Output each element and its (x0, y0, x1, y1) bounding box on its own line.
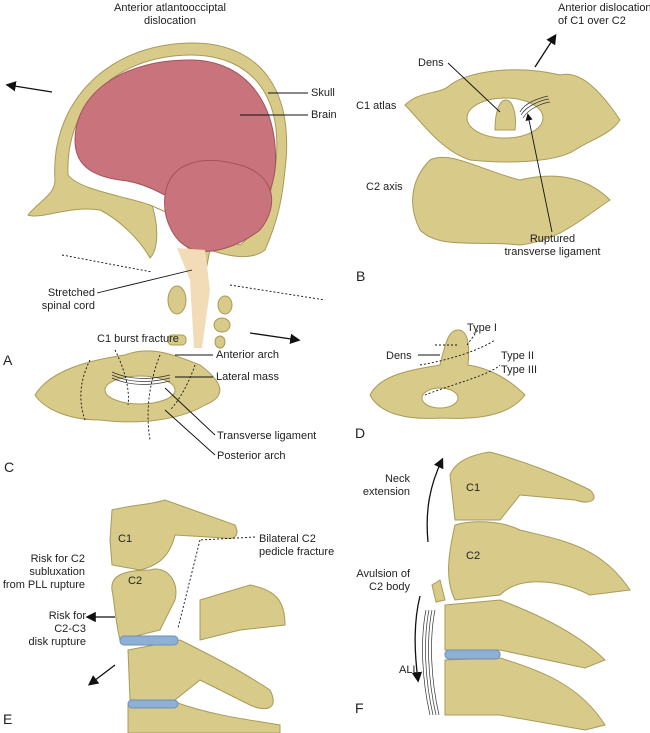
neck-extension-label: Neck extension (350, 473, 410, 499)
dens (494, 99, 516, 131)
pedicle-fracture-label: Bilateral C2 pedicle fracture (259, 533, 334, 559)
c2-axis-label: C2 axis (366, 181, 403, 193)
type-3-label: Type III (501, 364, 538, 376)
label-line: C2 body (369, 581, 410, 593)
c1-atlas-label: C1 atlas (356, 100, 397, 112)
panel-a-title: Anterior atlantoocciptal dislocation (105, 2, 235, 28)
panel-letter-b: B (356, 268, 366, 284)
c3-vertebra-f (444, 599, 606, 669)
disk-rupture-risk-label: Risk for C2-C3 disk rupture (0, 610, 86, 649)
brain-label: Brain (311, 109, 337, 121)
c2-axis (412, 156, 611, 246)
c2-vertebra-f (448, 521, 631, 601)
panel-letter-f: F (355, 700, 364, 716)
avulsion-label: Avulsion of C2 body (340, 568, 410, 594)
posterior-arch-label: Posterior arch (217, 450, 286, 462)
vertebra-fragment (217, 295, 233, 315)
dens-label: Dens (418, 57, 444, 69)
title-line: dislocation (144, 15, 196, 27)
label-line: extension (362, 486, 410, 498)
type-2-label: Type II (501, 350, 535, 362)
label-line: disk rupture (28, 636, 86, 648)
c3-c4-disk (127, 699, 179, 709)
c3-c4-disk-f (444, 649, 501, 660)
lateral-mass-label: Lateral mass (216, 371, 279, 383)
c2-spinous (199, 584, 286, 641)
spinal-cord-label: Stretched spinal cord (20, 287, 95, 313)
label-line: transverse ligament (504, 246, 601, 258)
ruptured-ligament-label: Ruptured transverse ligament (495, 233, 610, 259)
anterior-arch-label: Anterior arch (216, 349, 279, 361)
c1-label-f: C1 (466, 482, 481, 494)
panel-letter-c: C (4, 459, 15, 475)
c4-vertebra (127, 701, 281, 733)
c1-vertebra-f (449, 451, 595, 521)
label-line: Risk for (48, 610, 86, 622)
label-line: Risk for C2 (30, 553, 85, 565)
dens-label-d: Dens (386, 350, 412, 362)
c2-c3-disk (119, 635, 179, 646)
cerebellum (164, 159, 273, 252)
label-line: Ruptured (529, 233, 576, 245)
label-line: Avulsion of (356, 568, 410, 580)
type-1-label: Type I (467, 322, 497, 334)
title-line: Anterior atlantoocciptal (114, 2, 226, 14)
avulsed-fragment (431, 579, 446, 603)
c4-vertebra-f (444, 657, 606, 731)
title-line: of C1 over C2 (558, 15, 626, 27)
label-line: Stretched (47, 287, 95, 299)
subluxation-risk-label: Risk for C2 subluxation from PLL rupture (0, 553, 85, 592)
vertebra-fragment (213, 317, 231, 333)
vertebra-fragment (214, 335, 226, 349)
label-line: Bilateral C2 (259, 533, 316, 545)
panel-b-title: Anterior dislocation of C1 over C2 (558, 2, 650, 28)
transverse-ligament-label: Transverse ligament (217, 430, 317, 442)
vertebra-fragment (167, 334, 187, 346)
label-line: from PLL rupture (2, 579, 85, 591)
panel-letter-e: E (3, 711, 13, 727)
c1-label-e: C1 (118, 533, 133, 545)
label-line: pedicle fracture (259, 546, 335, 558)
label-line: subluxation (29, 566, 85, 578)
c1-vertebra (109, 499, 238, 571)
label-line: C2-C3 (54, 623, 86, 635)
label-line: spinal cord (41, 300, 95, 312)
spinal-cord (177, 248, 210, 348)
panel-letter-d: D (355, 425, 366, 441)
panel-letter-a: A (3, 352, 13, 368)
c2-label-e: C2 (128, 575, 143, 587)
c2-vertebra (111, 568, 177, 641)
all-label: ALL (399, 664, 419, 676)
c1-burst-label: C1 burst fracture (97, 333, 179, 345)
c3-vertebra (127, 639, 274, 710)
c2-axis-d (369, 329, 526, 419)
c2-label-f: C2 (466, 550, 481, 562)
label-line: Neck (384, 473, 410, 485)
title-line: Anterior dislocation (558, 2, 650, 14)
vertebra-fragment (167, 285, 187, 315)
skull-label: Skull (311, 87, 335, 99)
